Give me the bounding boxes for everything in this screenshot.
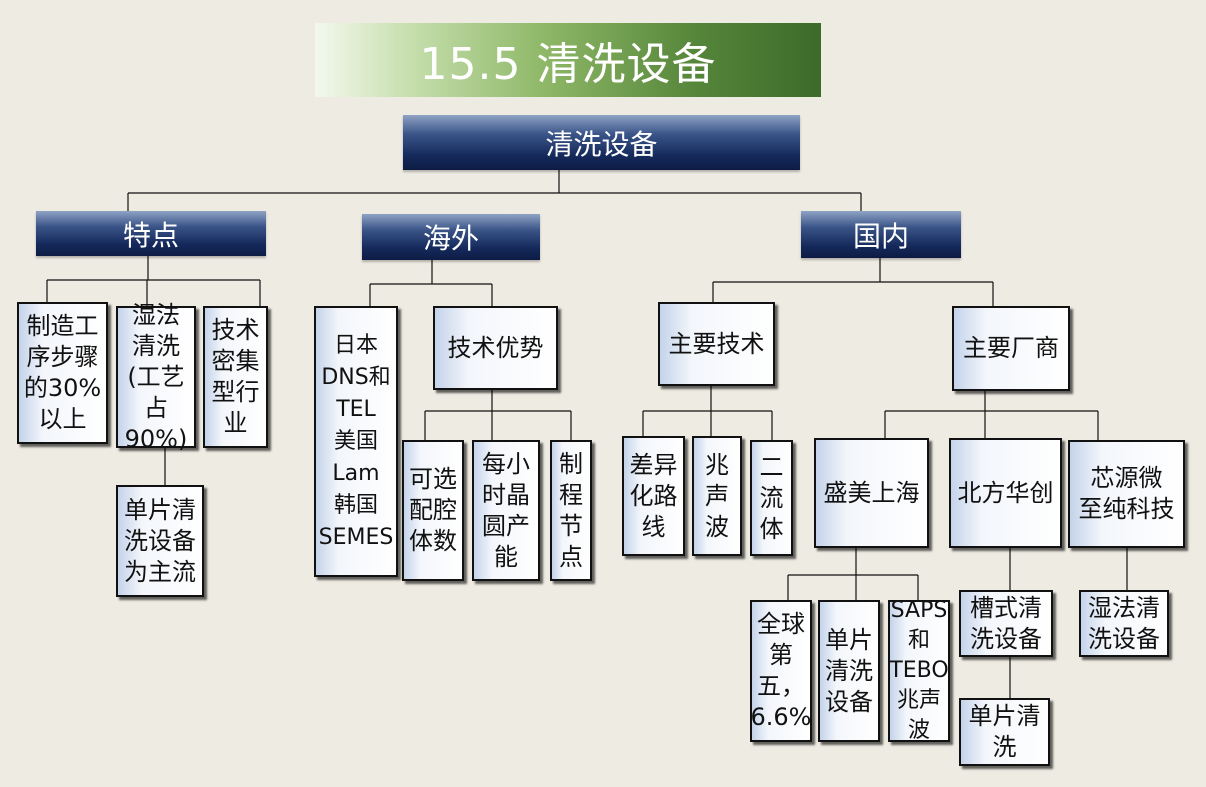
vendor-naura: 北方华创: [949, 438, 1062, 548]
tech-differentiation: 差异 化路 线: [622, 436, 685, 556]
advantage-wafer-throughput: 每小 时晶 圆产 能: [472, 440, 540, 581]
domestic-main-tech: 主要技术: [658, 302, 775, 386]
category-overseas: 海外: [362, 214, 540, 260]
feature-process-share: 制造工 序步骤 的30% 以上: [17, 302, 108, 444]
vendor-acm-shanghai: 盛美上海: [814, 438, 929, 548]
acm-global-rank: 全球 第五， 6.6%: [750, 600, 812, 742]
category-features: 特点: [36, 211, 266, 256]
acm-saps-tebo: SAPS 和 TEBO 兆声 波: [888, 598, 950, 743]
naura-batch-cleaning: 槽式清 洗设备: [959, 590, 1053, 657]
advantage-process-node: 制 程 节 点: [550, 440, 592, 581]
feature-single-wafer-mainstream: 单片清 洗设备 为主流: [116, 485, 204, 597]
kingsemi-wet-cleaning: 湿法清 洗设备: [1079, 590, 1169, 657]
advantage-chamber-count: 可选 配腔 体数: [402, 440, 464, 581]
tech-two-fluid: 二 流 体: [750, 440, 793, 556]
category-domestic: 国内: [801, 211, 961, 258]
tech-megasonic: 兆 声 波: [692, 436, 742, 556]
domestic-main-vendors: 主要厂商: [952, 306, 1070, 391]
feature-wet-cleaning: 湿法 清洗 (工艺 占90%): [116, 301, 196, 453]
root-node: 清洗设备: [403, 115, 800, 170]
slide-title: 15.5 清洗设备: [315, 23, 821, 97]
overseas-vendors: 日本 DNS和 TEL 美国 Lam 韩国 SEMES: [314, 306, 398, 577]
acm-single-wafer: 单片 清洗 设备: [818, 600, 880, 742]
naura-single-wafer: 单片清 洗: [959, 698, 1050, 766]
overseas-tech-advantage: 技术优势: [433, 306, 558, 390]
feature-tech-intensive: 技术 密集 型行 业: [203, 306, 268, 448]
vendor-kingsemi-pnc: 芯源微 至纯科技: [1068, 440, 1185, 548]
